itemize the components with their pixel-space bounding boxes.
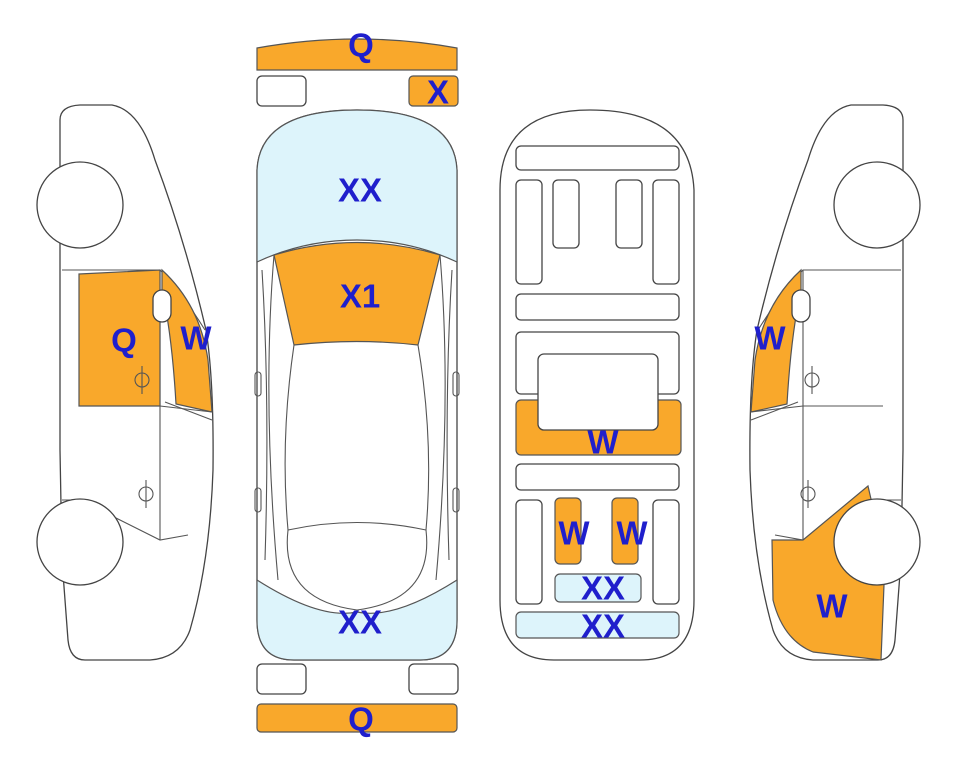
floor-left-rail-panel[interactable] bbox=[554, 497, 582, 565]
left-front-wheel bbox=[36, 161, 124, 249]
mark-left-front-door: Q bbox=[111, 322, 137, 359]
mark-left-a-pillar: W bbox=[180, 320, 212, 357]
underbody-view: W W W XX XX bbox=[499, 109, 695, 661]
right-rear-wheel bbox=[833, 498, 921, 586]
hood-panel[interactable] bbox=[256, 109, 458, 263]
mark-front-right-small: X bbox=[427, 74, 449, 111]
rear-bumper-panel[interactable] bbox=[256, 703, 458, 733]
front-right-light-panel[interactable] bbox=[408, 75, 459, 107]
front-bumper-panel[interactable] bbox=[256, 38, 458, 71]
left-side-view: Q W bbox=[36, 104, 214, 661]
top-view: Q X XX X1 XX Q bbox=[254, 27, 460, 738]
mark-windshield: X1 bbox=[340, 278, 380, 315]
right-side-view: W W bbox=[749, 104, 921, 661]
mark-floor-tail-panel: XX bbox=[581, 608, 625, 645]
right-door-handle-front bbox=[804, 366, 820, 394]
mark-rear-bumper: Q bbox=[348, 701, 374, 738]
mark-right-a-pillar: W bbox=[754, 320, 786, 357]
left-rear-wheel bbox=[36, 498, 124, 586]
front-left-light bbox=[256, 75, 307, 107]
mark-floor-cross-member: W bbox=[587, 424, 619, 461]
rear-left-light bbox=[256, 663, 307, 695]
rear-right-light bbox=[408, 663, 459, 695]
left-front-door-panel[interactable] bbox=[78, 269, 161, 407]
floor-rear-panel[interactable] bbox=[554, 573, 642, 603]
right-door-handle-rear bbox=[800, 480, 816, 508]
mark-front-bumper: Q bbox=[348, 27, 374, 64]
mark-floor-rear-panel: XX bbox=[581, 570, 625, 607]
rear-window-panel[interactable] bbox=[256, 578, 458, 661]
right-front-wheel bbox=[833, 161, 921, 249]
left-door-handle-rear bbox=[138, 480, 154, 508]
mark-floor-right-rail: W bbox=[616, 515, 648, 552]
floor-tail-panel[interactable] bbox=[515, 611, 680, 639]
left-door-handle-front bbox=[134, 366, 150, 394]
mark-rear-window: XX bbox=[338, 604, 382, 641]
mark-right-rear-quarter: W bbox=[816, 588, 848, 625]
mark-floor-left-rail: W bbox=[558, 515, 590, 552]
mark-hood: XX bbox=[338, 172, 382, 209]
floor-right-rail-panel[interactable] bbox=[611, 497, 639, 565]
